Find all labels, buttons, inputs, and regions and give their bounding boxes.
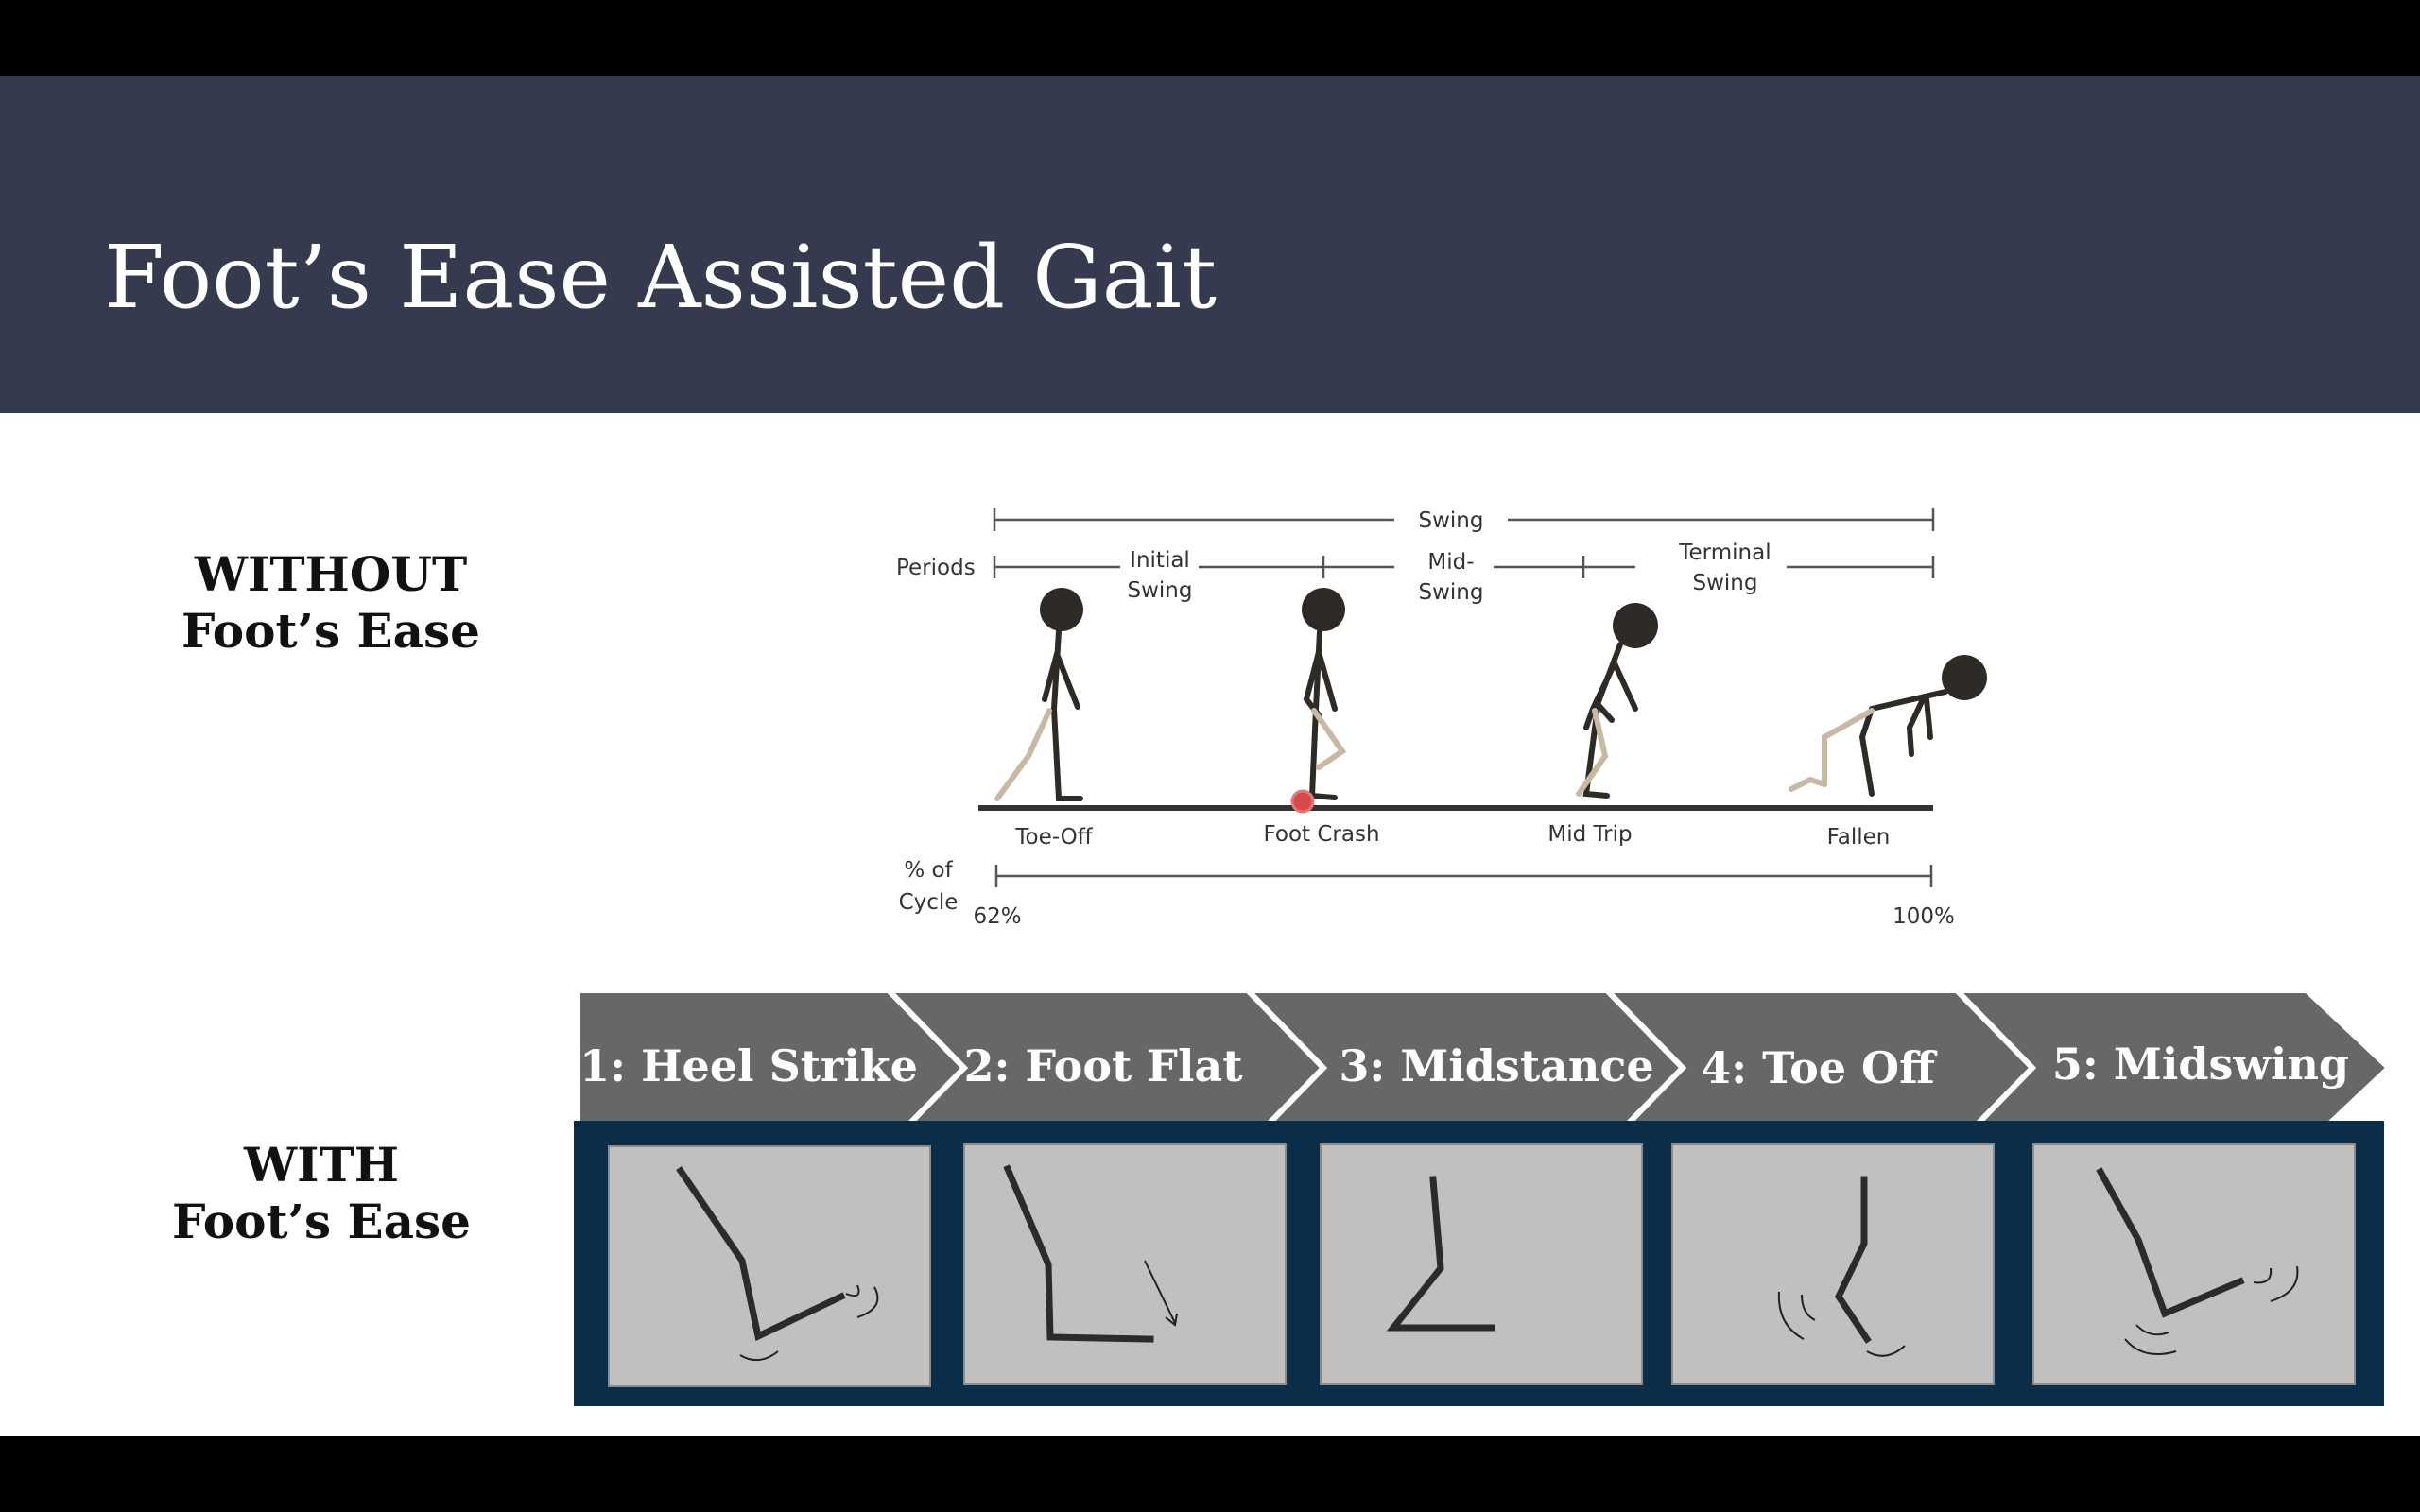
phase-label: 4: Toe Off — [1701, 1042, 1938, 1093]
phase-panel-toe-off — [1671, 1143, 1995, 1385]
initial-swing-line2: Swing — [1128, 578, 1193, 603]
phase-panel-midswing — [2032, 1143, 2356, 1385]
without-label-line1: WITHOUT — [132, 546, 529, 603]
with-label-line1: WITH — [123, 1137, 520, 1194]
slide-title: Foot’s Ease Assisted Gait — [104, 227, 1217, 328]
phase-label: 3: Midstance — [1339, 1040, 1653, 1091]
initial-swing-line1: Initial — [1130, 548, 1190, 573]
event-label: Mid Trip — [1547, 822, 1632, 847]
figure-foot-crash — [1292, 588, 1345, 812]
phase-panel-heel-strike — [608, 1145, 931, 1387]
phase-label: 2: Foot Flat — [964, 1040, 1244, 1091]
without-label: WITHOUT Foot’s Ease — [132, 546, 529, 660]
phase-panel-foot-flat — [963, 1143, 1287, 1385]
mid-swing-line2: Swing — [1419, 580, 1484, 605]
without-label-line2: Foot’s Ease — [132, 603, 529, 660]
mid-swing-line1: Mid- — [1427, 550, 1474, 575]
gait-diagram: Swing Periods Initial Swing Mid- Swing T… — [879, 416, 2014, 945]
with-label-line2: Foot’s Ease — [123, 1194, 520, 1250]
event-label: Toe-Off — [1014, 825, 1093, 850]
phase-panel-midstance — [1320, 1143, 1643, 1385]
figure-mid-trip — [1579, 603, 1658, 796]
cycle-label-line1: % of — [904, 858, 953, 883]
phase-label: 5: Midswing — [2052, 1039, 2349, 1090]
event-label: Fallen — [1827, 825, 1891, 850]
event-label: Foot Crash — [1263, 822, 1379, 847]
phase-label: 1: Heel Strike — [579, 1040, 918, 1091]
figure-toe-off — [997, 588, 1083, 799]
slide: Foot’s Ease Assisted Gait WITHOUT Foot’s… — [0, 76, 2420, 1436]
periods-label: Periods — [896, 556, 976, 580]
swing-label: Swing — [1419, 508, 1484, 533]
terminal-swing-line1: Terminal — [1678, 541, 1771, 565]
with-label: WITH Foot’s Ease — [123, 1137, 520, 1250]
phase-chevrons: 1: Heel Strike 2: Foot Flat 3: Midstance… — [0, 907, 2420, 1153]
figure-fallen — [1791, 655, 1987, 794]
title-bar: Foot’s Ease Assisted Gait — [0, 76, 2420, 413]
terminal-swing-line2: Swing — [1693, 571, 1758, 595]
